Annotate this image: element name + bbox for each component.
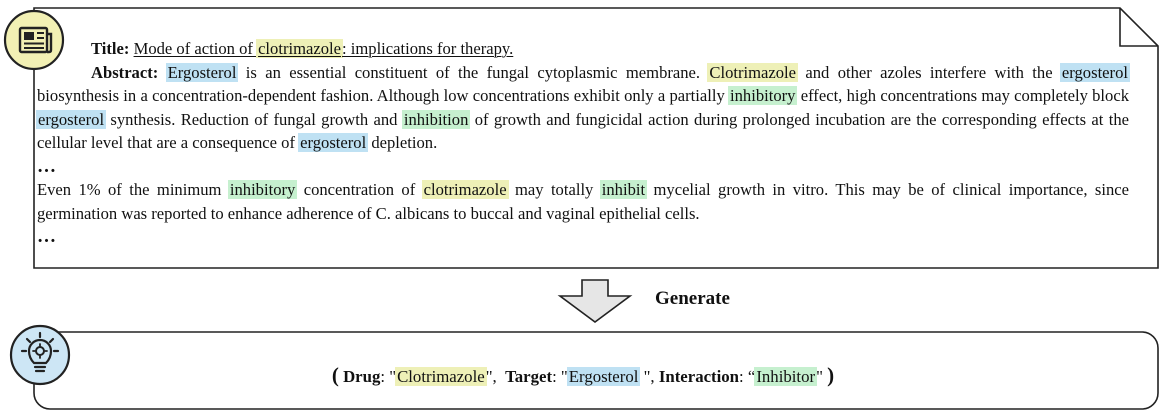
text-span: and other azoles interfere with the bbox=[797, 62, 1061, 82]
target-value: Ergosterol bbox=[566, 367, 641, 386]
separator: : “ bbox=[739, 367, 756, 386]
title-drug-highlight: clotrimazole bbox=[256, 39, 343, 58]
separator: ", bbox=[485, 367, 497, 386]
generate-label: Generate bbox=[655, 288, 730, 309]
text-span: of growth and fungicidal action during p… bbox=[37, 109, 1129, 153]
lightbulb-icon bbox=[9, 324, 71, 386]
text-span: synthesis. Reduction of fungal growth an… bbox=[105, 109, 403, 129]
title-label: Title: bbox=[91, 39, 130, 58]
separator: ", bbox=[639, 367, 655, 386]
drug-highlight: Clotrimazole bbox=[707, 62, 799, 82]
down-arrow-icon bbox=[557, 279, 633, 323]
document-title: Title: Mode of action of clotrimazole: i… bbox=[37, 37, 1129, 61]
title-text: Mode of action of clotrimazole: implicat… bbox=[133, 39, 514, 58]
abstract-paragraph: Abstract: Ergosterol is an essential con… bbox=[36, 61, 1130, 155]
close-paren: ) bbox=[827, 363, 835, 387]
interaction-value: Inhibitor bbox=[754, 367, 818, 386]
drug-value: Clotrimazole bbox=[395, 367, 487, 386]
drug-highlight: clotrimazole bbox=[421, 179, 509, 199]
target-highlight: ergosterol bbox=[1059, 62, 1130, 82]
result-triple: ( Drug: "Clotrimazole", Target: "Ergoste… bbox=[0, 363, 1166, 388]
ellipsis: … bbox=[37, 226, 57, 248]
document-frame bbox=[33, 7, 1159, 269]
text-span: biosynthesis in a concentration-dependen… bbox=[37, 86, 730, 106]
separator: " bbox=[816, 367, 823, 386]
text-span: depletion. bbox=[367, 133, 438, 153]
newspaper-icon bbox=[3, 9, 65, 71]
text-span: mycelial growth in vitro. This may be of… bbox=[37, 179, 1129, 223]
target-highlight: ergosterol bbox=[36, 109, 107, 129]
text-span: is an essential constituent of the funga… bbox=[237, 62, 709, 82]
target-highlight: ergosterol bbox=[298, 133, 369, 153]
text-span: concentration of bbox=[296, 179, 423, 199]
document-text: Title: Mode of action of clotrimazole: i… bbox=[36, 37, 1130, 248]
target-highlight: Ergosterol bbox=[165, 62, 239, 82]
abstract-label: Abstract: bbox=[91, 62, 159, 82]
interaction-highlight: inhibit bbox=[599, 179, 648, 199]
ellipsis: … bbox=[37, 155, 57, 177]
text-span: effect, high concentrations may complete… bbox=[796, 86, 1129, 106]
interaction-key: Interaction bbox=[658, 367, 740, 386]
title-suffix: : implications for therapy. bbox=[342, 39, 514, 58]
interaction-highlight: inhibitory bbox=[227, 179, 298, 199]
text-span: Even 1% of the minimum bbox=[37, 179, 229, 199]
drug-key: Drug bbox=[343, 367, 381, 386]
excerpt-paragraph: Even 1% of the minimum inhibitory concen… bbox=[37, 178, 1129, 225]
text-span: may totally bbox=[507, 179, 601, 199]
separator: : " bbox=[380, 367, 397, 386]
title-prefix: Mode of action of bbox=[133, 39, 258, 58]
target-key: Target bbox=[505, 367, 553, 386]
document-fold bbox=[1119, 8, 1158, 47]
open-paren: ( bbox=[331, 363, 339, 387]
interaction-highlight: inhibitory bbox=[728, 86, 798, 106]
separator: : " bbox=[552, 367, 568, 386]
interaction-highlight: inhibition bbox=[401, 109, 471, 129]
